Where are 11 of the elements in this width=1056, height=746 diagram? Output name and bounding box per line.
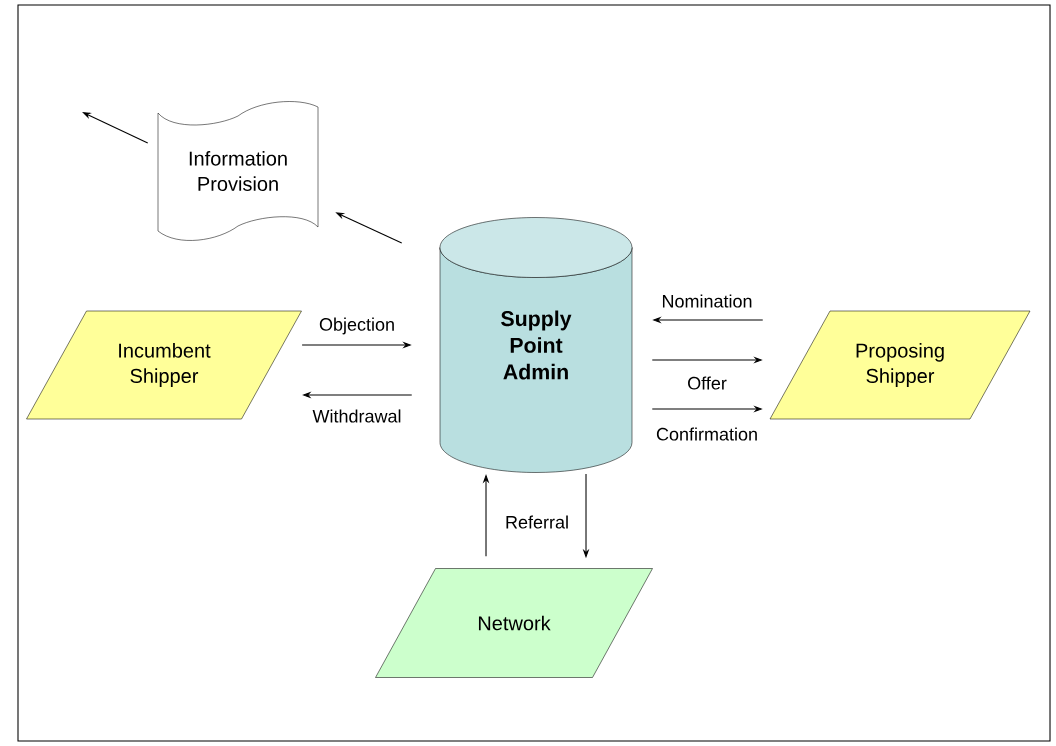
- database-cylinder: Supply Point Admin: [439, 217, 633, 473]
- input-parallelogram: Network: [375, 568, 653, 678]
- arrow: [82, 112, 149, 144]
- input-parallelogram: Proposing Shipper: [769, 310, 1031, 420]
- edge-label: Referral: [506, 515, 568, 529]
- edge-label: Confirmation: [656, 427, 757, 441]
- input-parallelogram: Incumbent Shipper: [26, 310, 302, 420]
- edge-label: Objection: [319, 317, 394, 335]
- edge-label: Offer: [688, 376, 727, 390]
- edge-label: Nomination: [662, 294, 752, 308]
- edge-label: Withdrawal: [312, 409, 401, 423]
